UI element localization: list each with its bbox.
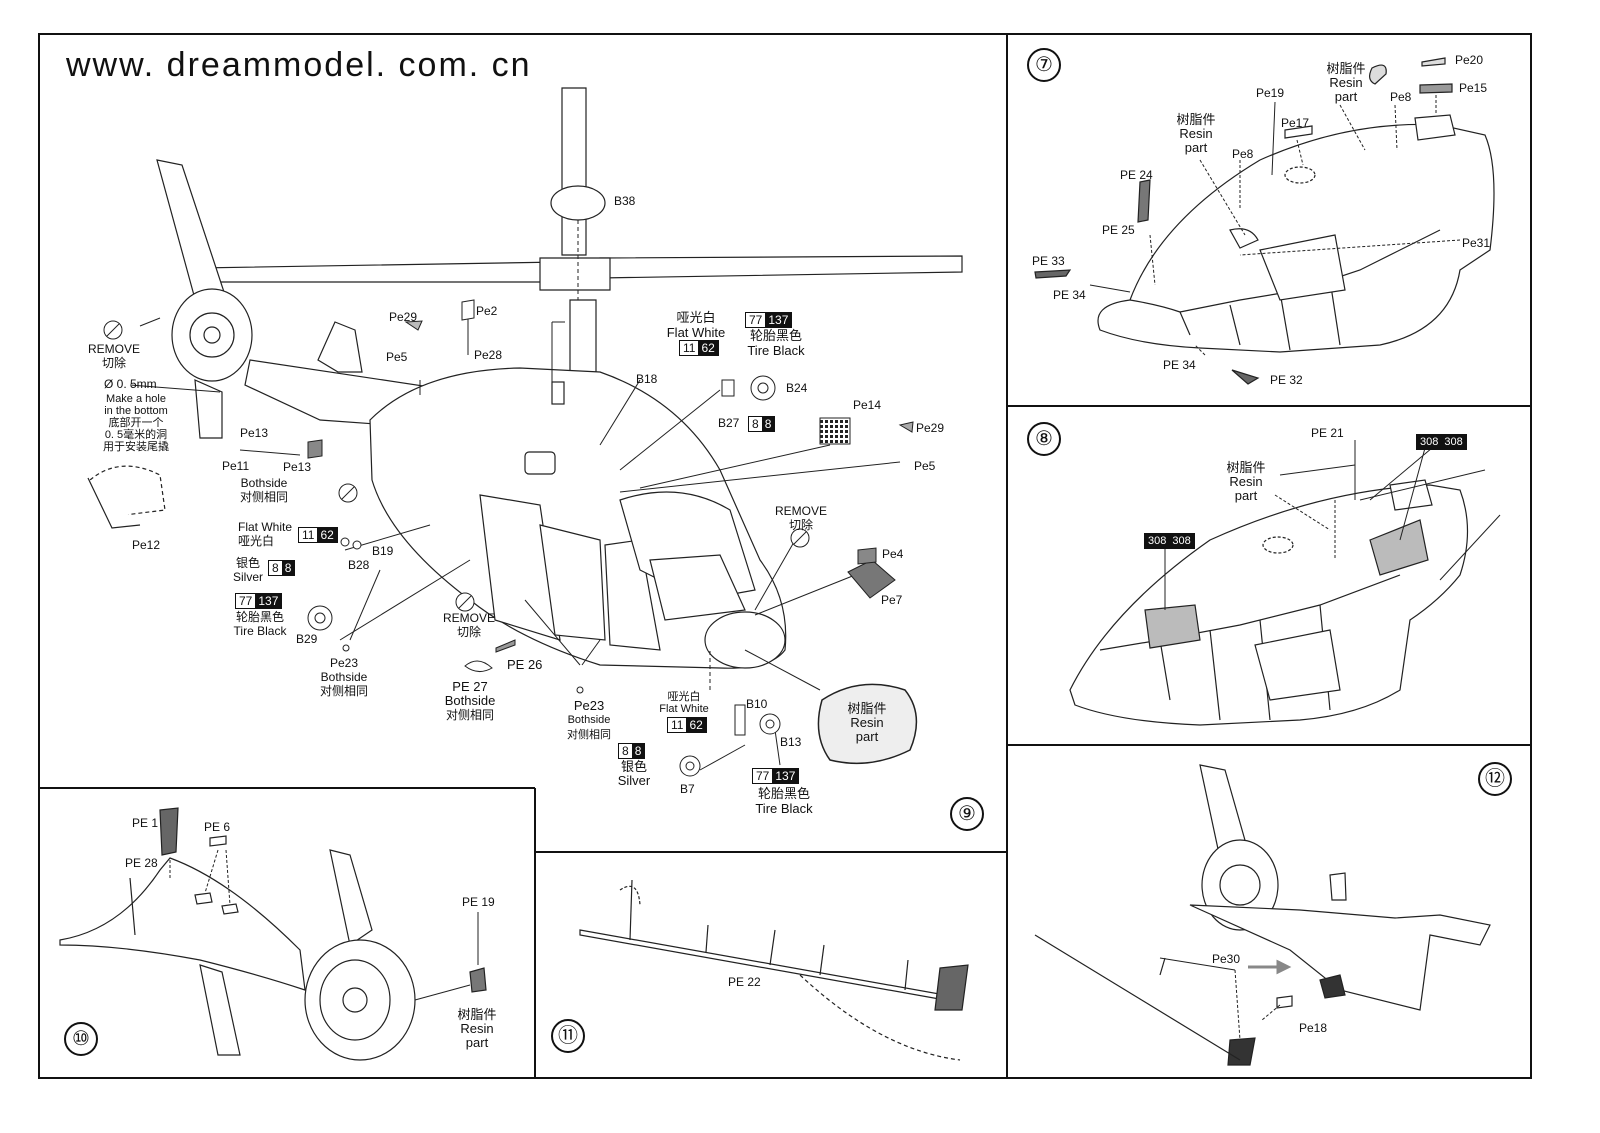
cabin-step7 (1034, 57, 1495, 385)
part-pe34-a: PE 34 (1053, 288, 1086, 302)
part-pe18: Pe18 (1299, 1021, 1328, 1035)
part-pe31: Pe31 (1462, 236, 1491, 250)
part-pe5-b: Pe5 (914, 459, 936, 473)
part-b18: B18 (636, 372, 658, 386)
website-url: www. dreammodel. com. cn (66, 46, 532, 84)
part-pe32: PE 32 (1270, 373, 1303, 387)
part-b38: B38 (614, 194, 636, 208)
part-pe24: PE 24 (1120, 168, 1153, 182)
part-pe15: Pe15 (1459, 81, 1488, 95)
part-pe7: Pe7 (881, 593, 903, 607)
part-pe1: PE 1 (132, 816, 159, 830)
part-b7: B7 (680, 782, 695, 796)
part-pe20: Pe20 (1455, 53, 1484, 67)
skid-step11 (579, 879, 969, 1061)
part-pe11: Pe11 (222, 459, 250, 473)
cabin-step8 (1069, 479, 1469, 726)
part-b10: B10 (746, 697, 768, 711)
part-pe12: Pe12 (132, 538, 161, 552)
part-pe21: PE 21 (1311, 426, 1344, 440)
part-pe6: PE 6 (204, 820, 231, 834)
part-pe4: Pe4 (882, 547, 904, 561)
resin-part-bubble (817, 683, 918, 765)
part-pe29-a: Pe29 (389, 310, 418, 324)
part-pe33: PE 33 (1032, 254, 1065, 268)
part-pe30: Pe30 (1212, 952, 1241, 966)
part-b29: B29 (296, 632, 318, 646)
part-pe5-a: Pe5 (386, 350, 408, 364)
outer-frame (38, 33, 1532, 1079)
part-pe14: Pe14 (853, 398, 882, 412)
part-pe28: Pe28 (474, 348, 503, 362)
part-pe26: PE 26 (507, 657, 543, 672)
part-pe29-b: Pe29 (916, 421, 945, 435)
step-7-number: ⑦ (1027, 48, 1061, 82)
tail-step10 (59, 807, 487, 1061)
part-pe19: Pe19 (1256, 86, 1285, 100)
part-pe22: PE 22 (728, 975, 761, 989)
part-pe28-10: PE 28 (125, 856, 158, 870)
part-pe19-10: PE 19 (462, 895, 495, 909)
part-b19: B19 (372, 544, 394, 558)
step-9-number: ⑨ (950, 797, 984, 831)
part-pe8-b: Pe8 (1232, 147, 1254, 161)
step-8-number: ⑧ (1027, 422, 1061, 456)
part-pe25: PE 25 (1102, 223, 1135, 237)
part-pe13-a: Pe13 (240, 426, 269, 440)
part-b28: B28 (348, 558, 370, 572)
helicopter-main (87, 87, 963, 669)
part-pe13-b: Pe13 (283, 460, 312, 474)
part-b27: B27 (718, 416, 740, 430)
hole-size-label: Ø 0. 5mm (104, 377, 157, 391)
step-11-number: ⑪ (551, 1019, 585, 1053)
step-12-number: ⑫ (1478, 762, 1512, 796)
part-pe8-a: Pe8 (1390, 90, 1412, 104)
step-10-number: ⑩ (64, 1022, 98, 1056)
part-pe34-b: PE 34 (1163, 358, 1196, 372)
part-pe17: Pe17 (1281, 116, 1310, 130)
part-b24: B24 (786, 381, 808, 395)
part-pe2: Pe2 (476, 304, 498, 318)
tail-step12 (1034, 764, 1491, 1066)
part-b13: B13 (780, 735, 802, 749)
